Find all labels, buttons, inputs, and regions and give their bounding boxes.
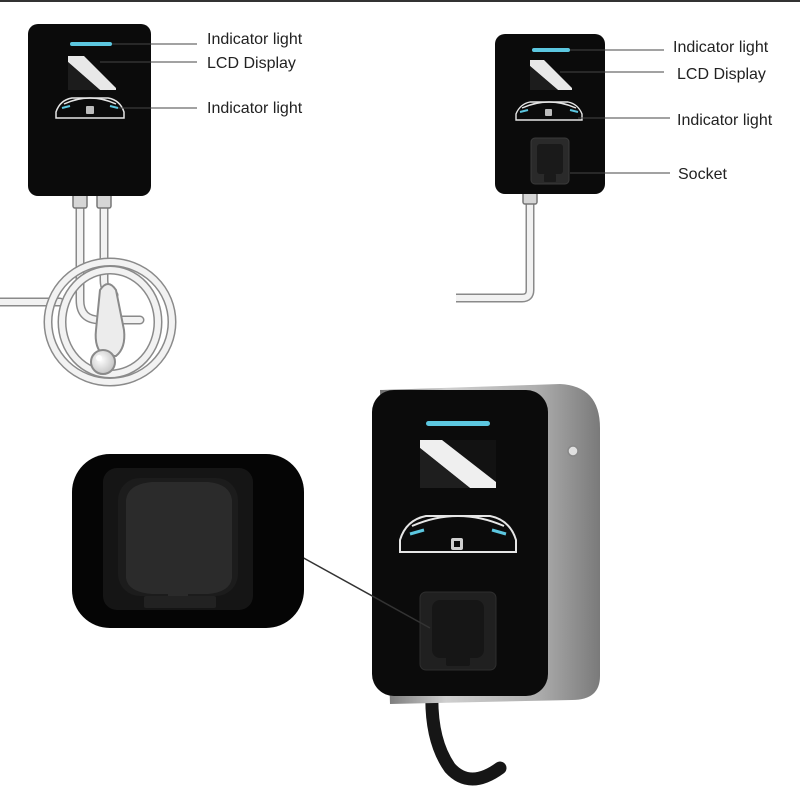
left-label-indicator-light-car: Indicator light	[207, 100, 303, 117]
left-label-indicator-light-top: Indicator light	[207, 31, 303, 48]
right-leader-lines	[560, 49, 670, 174]
charging-plug-icon	[86, 106, 94, 114]
socket-zoom-inset	[72, 454, 304, 628]
right-label-indicator-light-car: Indicator light	[677, 112, 773, 129]
left-leader-lines	[100, 43, 197, 109]
right-cable	[456, 198, 535, 303]
right-charger	[456, 34, 605, 303]
socket-icon	[530, 137, 570, 185]
large-charger	[372, 384, 600, 786]
charging-gun	[90, 283, 126, 375]
zoom-leader-line	[299, 555, 431, 629]
socket-icon	[419, 591, 497, 671]
status-button	[567, 445, 579, 457]
right-label-indicator-light-top: Indicator light	[673, 39, 769, 56]
left-charger	[0, 24, 177, 387]
car-outline-icon	[399, 515, 517, 553]
car-outline-icon	[515, 101, 583, 121]
indicator-light-top	[70, 42, 112, 46]
charging-plug-icon	[545, 109, 552, 116]
large-cable	[425, 683, 507, 786]
lcd-display	[68, 56, 116, 90]
lcd-display	[530, 60, 572, 90]
lcd-display	[420, 440, 496, 488]
car-outline-icon	[55, 97, 125, 119]
charging-plug-icon	[451, 538, 463, 550]
indicator-light-top	[426, 421, 490, 426]
left-cable	[0, 195, 177, 387]
right-label-lcd-display: LCD Display	[677, 66, 766, 83]
left-label-lcd-display: LCD Display	[207, 55, 296, 72]
right-label-socket: Socket	[678, 166, 727, 183]
indicator-light-top	[532, 48, 570, 52]
